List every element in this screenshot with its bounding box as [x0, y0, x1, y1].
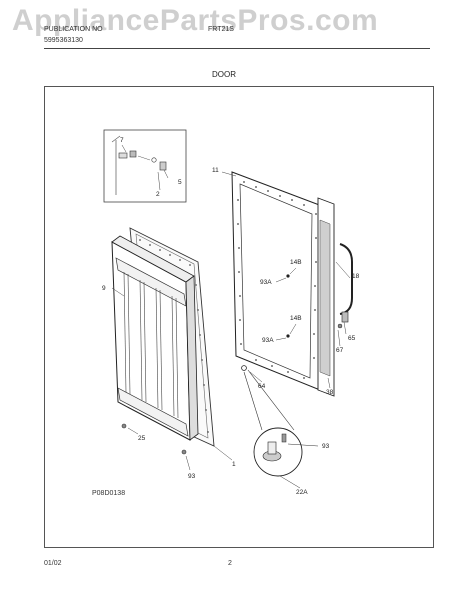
door-liner-assembly [111, 227, 215, 455]
callout-65: 65 [348, 335, 356, 342]
footer-page-number: 2 [228, 560, 232, 567]
callout-9: 9 [102, 285, 106, 292]
callout-93a-bottom: 93A [262, 337, 274, 344]
callout-93-left: 93 [188, 473, 196, 480]
callout-93a-top: 93A [260, 279, 272, 286]
callout-22a: 22A [296, 489, 308, 496]
model-number: FRT21S [208, 26, 234, 33]
callout-38: 38 [326, 389, 334, 396]
watermark: AppliancePartsPros.com [12, 4, 379, 37]
door-frame [231, 171, 323, 391]
callout-18: 18 [352, 273, 360, 280]
hinge-detail-inset [103, 129, 187, 203]
header-rule [44, 48, 430, 49]
callout-5: 5 [178, 179, 182, 186]
callout-25: 25 [138, 435, 146, 442]
publication-label: PUBLICATION NO [44, 26, 103, 33]
figure-code: P08D0138 [92, 490, 126, 497]
callout-7: 7 [120, 137, 124, 144]
footer-date: 01/02 [44, 560, 62, 567]
callout-64: 64 [258, 383, 266, 390]
publication-number: 5995363130 [44, 37, 83, 44]
callout-11: 11 [212, 167, 219, 174]
section-title: DOOR [212, 70, 236, 79]
callout-14b-top: 14B [290, 259, 302, 266]
callout-67: 67 [336, 347, 344, 354]
callout-1: 1 [232, 461, 236, 468]
leader-lines [111, 171, 351, 471]
callout-14b-bottom: 14B [290, 315, 302, 322]
diagram-frame [44, 86, 434, 548]
callout-93-right: 93 [322, 443, 330, 450]
callout-2: 2 [156, 191, 160, 198]
leveler-detail [243, 369, 319, 489]
handle-strip [317, 197, 353, 397]
